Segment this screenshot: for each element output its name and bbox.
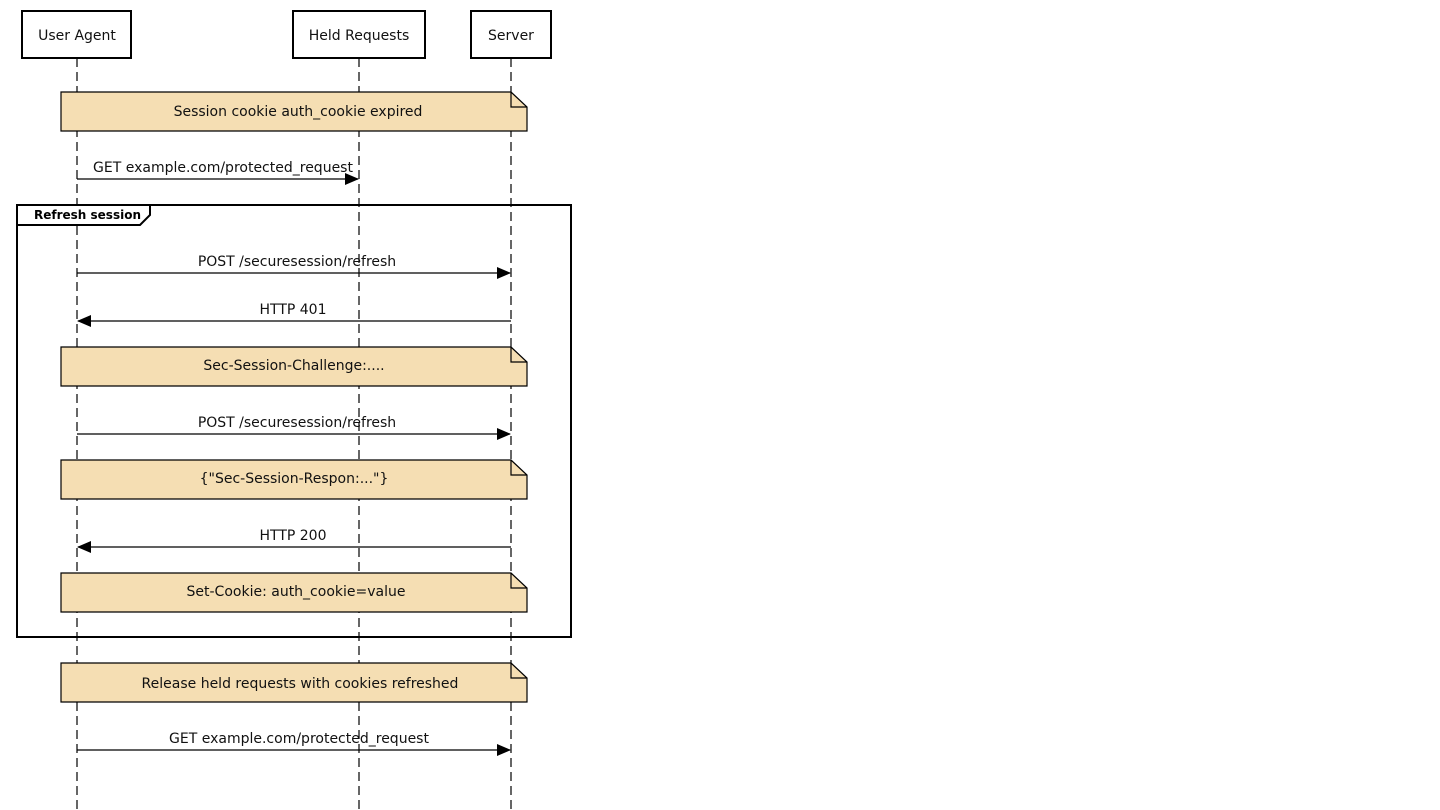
message-label: HTTP 200 [260,528,327,544]
message-label: GET example.com/protected_request [169,731,429,747]
note-session-challenge: Sec-Session-Challenge:.... [60,346,528,387]
note-session-response: {"Sec-Session-Respon:..."} [60,459,528,500]
note-text: Sec-Session-Challenge:.... [203,358,384,374]
participant-user-agent: User Agent [21,10,132,59]
note-text: Session cookie auth_cookie expired [174,104,423,120]
message-http-200: HTTP 200 [77,528,511,553]
message-post-refresh-2: POST /securesession/refresh [77,415,511,440]
message-label: GET example.com/protected_request [93,160,353,176]
note-release-held-requests: Release held requests with cookies refre… [60,662,528,703]
participant-held-requests: Held Requests [292,10,426,59]
note-session-expired: Session cookie auth_cookie expired [60,91,528,132]
message-label: POST /securesession/refresh [198,254,396,270]
note-text: {"Sec-Session-Respon:..."} [200,471,389,487]
message-post-refresh-1: POST /securesession/refresh [77,254,511,279]
message-http-401: HTTP 401 [77,302,511,327]
participant-server: Server [470,10,552,59]
participant-label: Held Requests [309,28,410,44]
message-get-to-server: GET example.com/protected_request [77,731,511,756]
participant-label: User Agent [38,28,116,44]
frame-title: Refresh session [34,208,141,222]
message-label: HTTP 401 [260,302,327,318]
note-text: Release held requests with cookies refre… [142,676,459,692]
participant-label: Server [488,28,534,44]
note-set-cookie: Set-Cookie: auth_cookie=value [60,572,528,613]
note-text: Set-Cookie: auth_cookie=value [187,584,406,600]
message-get-to-held-requests: GET example.com/protected_request [77,160,359,185]
message-label: POST /securesession/refresh [198,415,396,431]
frame-refresh-session: Refresh session [16,204,572,638]
